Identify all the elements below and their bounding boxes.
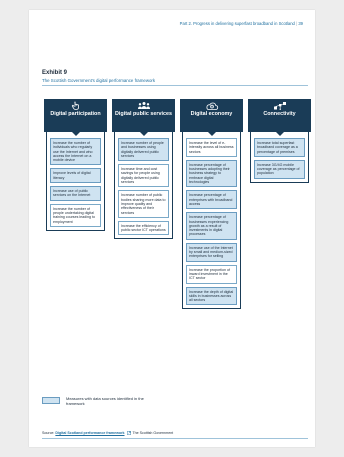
measures-list: Increase total superfast broadband cover…	[250, 132, 309, 183]
column-header: Connectivity	[248, 99, 311, 136]
measure-item: Increase the number of people undertakin…	[50, 203, 101, 227]
header-arrow	[207, 132, 216, 136]
legend-swatch	[42, 397, 60, 404]
exhibit-title: The Scottish Government's digital perfor…	[42, 78, 156, 83]
measure-item: Increase number of public bodies sharing…	[118, 190, 169, 218]
measure-item: Increase the level of e-intensity across…	[186, 138, 237, 157]
measure-item: Increase total superfast broadband cover…	[254, 138, 305, 157]
running-head-text: Part 2. Progress in delivering superfast…	[179, 21, 295, 26]
measure-item: Increase percentage of businesses adopti…	[186, 159, 237, 188]
column-connectivity: Connectivity Increase total superfast br…	[248, 99, 311, 183]
column-title: Digital economy	[190, 111, 233, 117]
measures-list: Increase the level of e-intensity across…	[182, 132, 241, 310]
measure-item: Increase time and cost savings for peopl…	[118, 164, 169, 188]
people-group-icon	[137, 101, 150, 109]
column-title: Digital participation	[50, 111, 101, 117]
measure-item: Increase the depth of digital skills in …	[186, 286, 237, 306]
title-rule	[42, 85, 308, 86]
external-link-icon[interactable]	[126, 431, 131, 435]
measure-item: Increase the number of individuals who r…	[50, 138, 101, 166]
cloud-gear-icon	[205, 102, 218, 110]
measure-item: Increase percentage of businesses experi…	[186, 212, 237, 240]
measure-item: Increase the proportion of inward invest…	[186, 264, 237, 284]
column-digital-economy: Digital economy Increase the level of e-…	[180, 99, 243, 310]
measures-list: Increase number of people and businesses…	[114, 132, 173, 240]
exhibit-label: Exhibit 9	[42, 70, 68, 76]
header-arrow	[139, 132, 148, 136]
measure-item: Increase percentage of enterprises with …	[186, 190, 237, 210]
column-title: Connectivity	[263, 111, 296, 117]
measure-item: Improve levels of digital literacy	[50, 168, 101, 184]
source-prefix: Source:	[42, 431, 55, 435]
column-digital-participation: Digital participation Increase the numbe…	[44, 99, 107, 231]
running-head: Part 2. Progress in delivering superfast…	[180, 21, 303, 26]
network-icon	[273, 101, 286, 110]
report-page: Part 2. Progress in delivering superfast…	[29, 10, 315, 447]
measures-list: Increase the number of individuals who r…	[46, 132, 105, 231]
source-suffix: The Scottish Government	[132, 431, 174, 435]
column-header: Digital public services	[112, 99, 175, 136]
measure-item: Increase number of people and businesses…	[118, 138, 169, 162]
source-link[interactable]: Digital Scotland performance framework	[55, 431, 125, 435]
measure-item: Increase use of public services on the I…	[50, 186, 101, 201]
measure-item: Increase the efficiency of public sector…	[118, 220, 169, 236]
measure-item: Increase use of the Internet by small an…	[186, 242, 237, 262]
column-header: Digital participation	[44, 99, 107, 136]
bottom-rule	[42, 438, 308, 439]
legend-text: Measures with data sources identified in…	[66, 396, 144, 406]
source-note: Source: Digital Scotland performance fra…	[42, 431, 173, 435]
legend: Measures with data sources identified in…	[42, 396, 146, 407]
running-head-separator: |	[296, 21, 298, 26]
page-number: 39	[298, 21, 303, 26]
column-title: Digital public services	[115, 111, 172, 117]
header-arrow	[275, 132, 284, 136]
header-arrow	[71, 132, 80, 136]
hand-pointer-icon	[71, 101, 79, 110]
column-digital-public-services: Digital public services Increase number …	[112, 99, 175, 240]
column-header: Digital economy	[180, 99, 243, 136]
measure-item: Increase 3G/4G mobile coverage as percen…	[254, 159, 305, 179]
